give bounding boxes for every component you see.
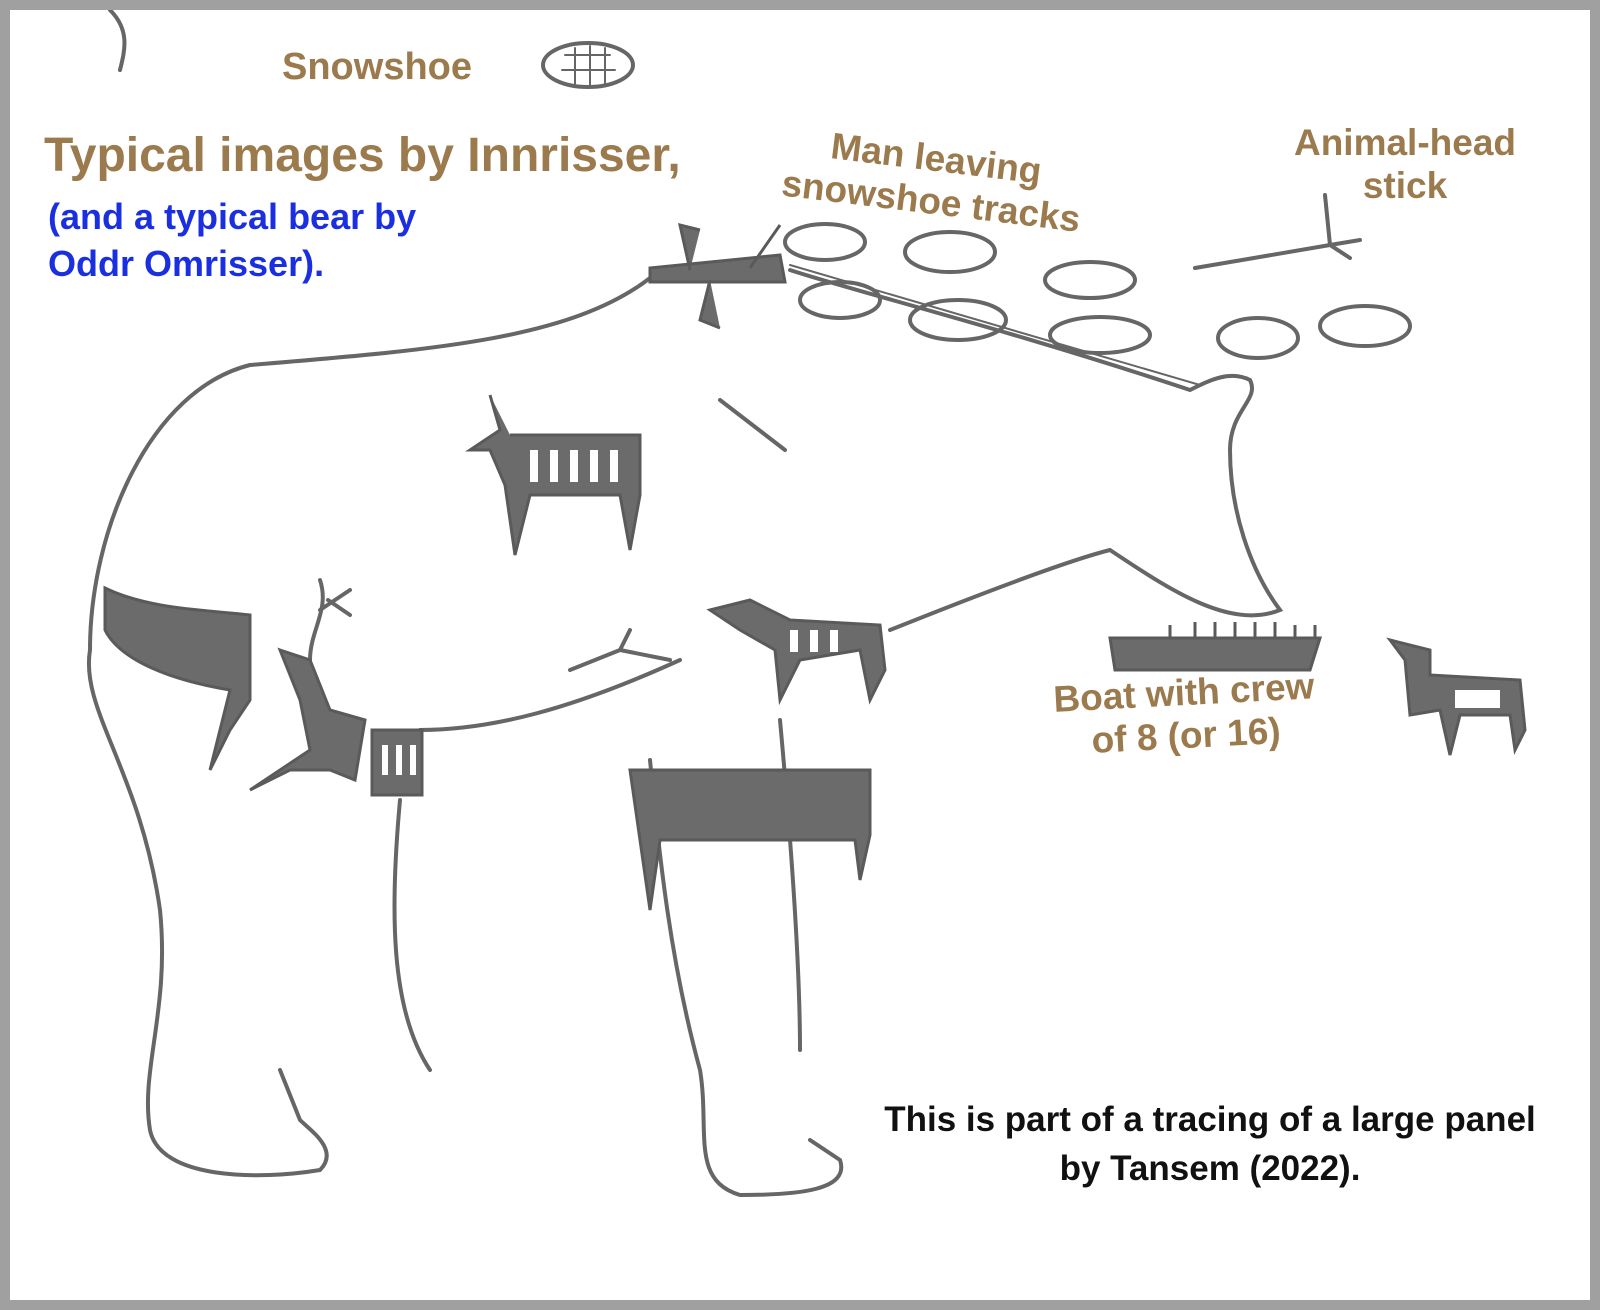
tracing-panel: Snowshoe Typical images by Innrisser, (a… [10,10,1590,1300]
snowshoe-tracks [783,222,1412,386]
label-boat: Boat with crew of 8 (or 16) [1052,665,1316,761]
bear-belly-line [418,658,682,732]
boat-figure [1108,622,1323,672]
label-snowshoe: Snowshoe [282,46,473,88]
animal-figure-left [103,585,252,771]
caption: This is part of a tracing of a large pan… [884,1100,1536,1188]
page-title: Typical images by Innrisser, [44,129,681,182]
large-animal-figure [628,768,872,911]
subtitle: (and a typical bear by Oddr Omrisser). [48,196,417,284]
reindeer-figure [249,647,367,792]
stroke-mark [718,398,787,452]
man-figure [648,222,787,330]
rock-art-tracing [86,10,1527,1198]
label-animal-head-stick: Animal-head stick [1293,122,1517,206]
bear-outline [86,268,1284,1198]
snowshoe-figure [541,41,635,89]
animal-head-stick [1193,193,1362,270]
